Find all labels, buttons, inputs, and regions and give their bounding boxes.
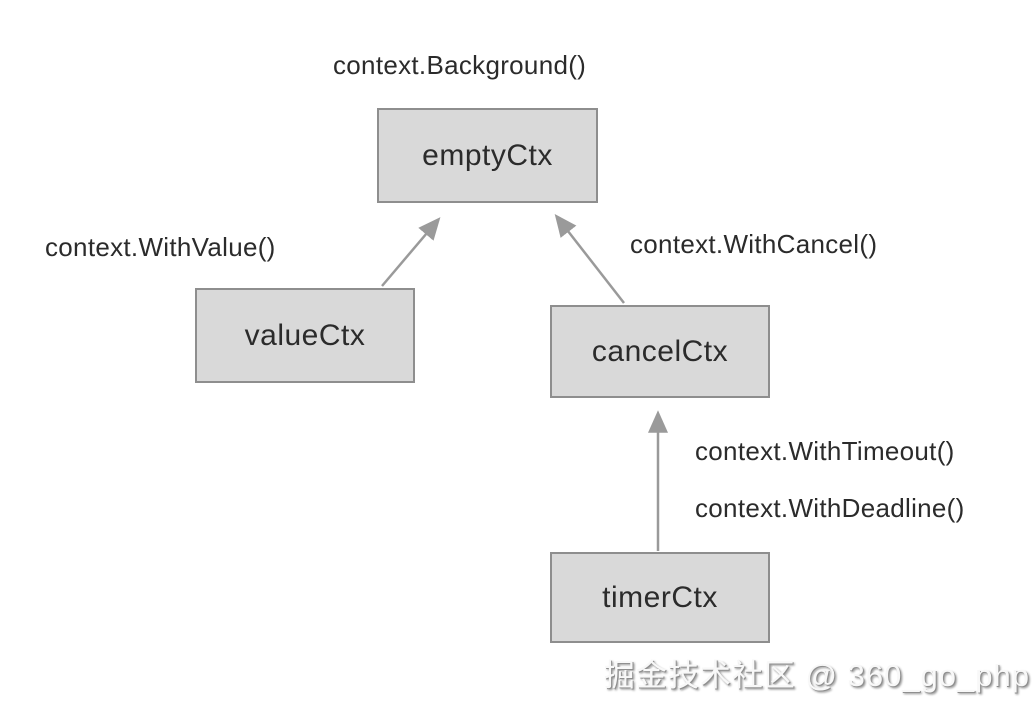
- label-context-withvalue: context.WithValue(): [45, 232, 276, 262]
- node-timerctx: timerCtx: [550, 552, 770, 643]
- node-valuectx: valueCtx: [195, 288, 415, 383]
- watermark: 掘金技术社区 @ 360_go_php: [603, 658, 1030, 693]
- node-cancelctx-label: cancelCtx: [591, 334, 729, 368]
- node-emptyctx: emptyCtx: [377, 108, 598, 203]
- label-context-withtimeout: context.WithTimeout(): [695, 436, 955, 466]
- node-timerctx-label: timerCtx: [602, 580, 718, 614]
- node-emptyctx-label: emptyCtx: [422, 138, 553, 172]
- arrow-cancelctx-to-emptyctx: [554, 214, 625, 304]
- label-context-background: context.Background(): [333, 50, 587, 80]
- node-valuectx-label: valueCtx: [244, 318, 366, 352]
- label-context-withdeadline: context.WithDeadline(): [695, 493, 965, 523]
- node-cancelctx: cancelCtx: [550, 305, 770, 398]
- label-context-withcancel: context.WithCancel(): [630, 229, 878, 259]
- arrow-valuectx-to-emptyctx: [381, 217, 441, 287]
